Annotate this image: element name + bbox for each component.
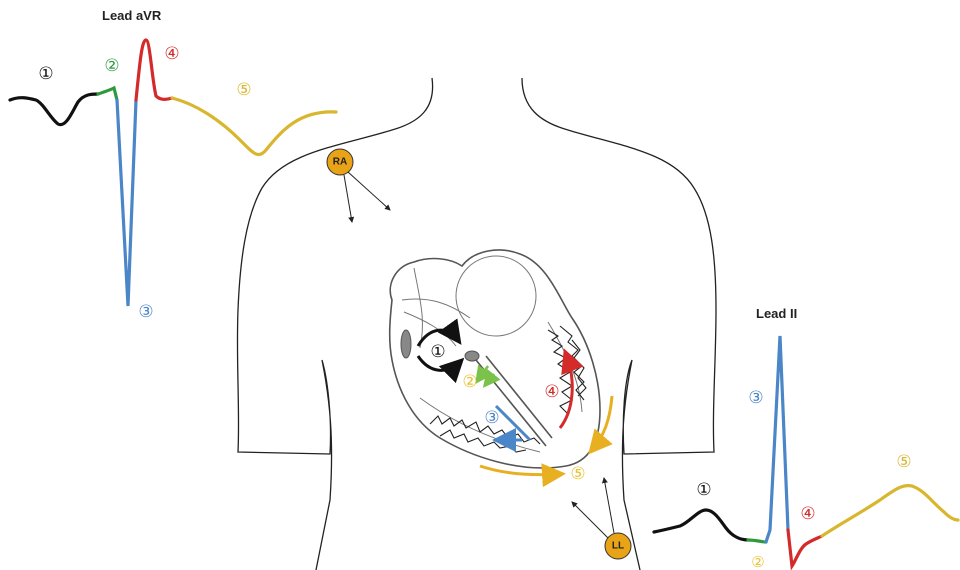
heart-marker-4: ④ xyxy=(544,382,559,402)
avr-marker-1: ① xyxy=(38,64,53,84)
lead-ii-title: Lead II xyxy=(756,306,797,321)
heart-marker-3: ③ xyxy=(484,408,499,428)
heart-marker-5: ⑤ xyxy=(570,464,585,484)
electrode-ra: RA xyxy=(327,149,390,222)
ii-marker-5: ⑤ xyxy=(896,452,911,472)
arrow-3 xyxy=(496,406,530,440)
ii-marker-4: ④ xyxy=(800,504,815,524)
heart-markers: ① ② ③ ④ ⑤ xyxy=(430,342,585,484)
arrow-4 xyxy=(560,354,572,428)
ii-marker-2: ② xyxy=(751,553,764,570)
lead-ii-trace: Lead II ① ② ③ ④ ⑤ xyxy=(654,306,958,570)
torso-outline xyxy=(237,78,716,570)
ii-marker-1: ① xyxy=(696,480,711,500)
activation-arrows xyxy=(418,330,612,475)
heart-marker-2: ② xyxy=(462,372,477,392)
heart-marker-1: ① xyxy=(430,342,445,362)
electrode-ll-label: LL xyxy=(612,541,624,552)
lead-avr-title: Lead aVR xyxy=(102,8,162,23)
electrode-ra-label: RA xyxy=(333,157,347,168)
avr-marker-5: ⑤ xyxy=(236,80,251,100)
avr-marker-2: ② xyxy=(104,56,119,76)
electrode-ll: LL xyxy=(572,478,631,559)
ii-marker-3: ③ xyxy=(748,388,763,408)
avr-marker-3: ③ xyxy=(138,302,153,322)
avr-marker-4: ④ xyxy=(164,44,179,64)
